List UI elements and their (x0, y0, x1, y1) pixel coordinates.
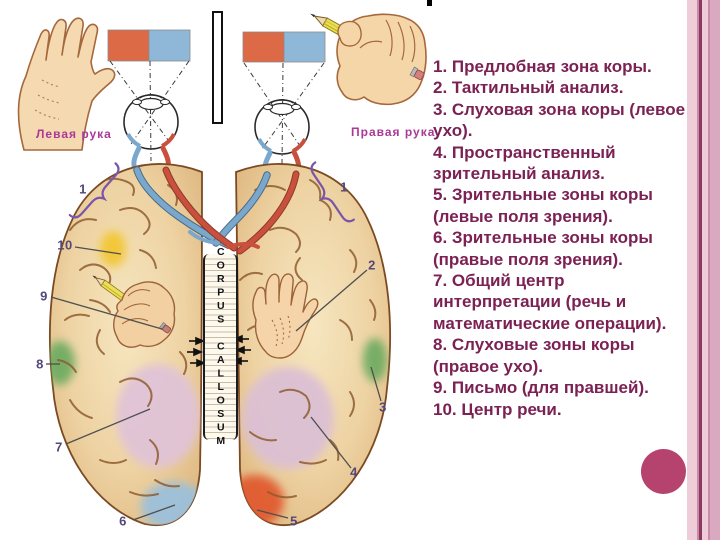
left-hand-caption: Левая рука (36, 127, 112, 141)
touch-hand-illustration (252, 273, 319, 359)
right-hand-illustration (310, 13, 427, 106)
legend-list: 1. Предлобная зона коры. 2. Тактильный а… (433, 56, 691, 420)
area-visual-right-orange (236, 475, 284, 526)
legend-item: 7. Общий центр интерпретации (речь и мат… (433, 271, 667, 333)
leader-lines (46, 246, 382, 521)
marker-left-frontal: 1 (79, 181, 87, 197)
marker-speech-center: 10 (57, 237, 73, 253)
legend-item: 6. Зрительные зоны коры (правые поля зре… (433, 228, 653, 269)
legend-item: 8. Слуховые зоны коры (правое ухо). (433, 335, 635, 376)
color-field-left (107, 29, 191, 62)
eye-diagram-left (109, 60, 190, 174)
area-auditory-right-green (363, 338, 387, 382)
color-field-right (242, 31, 326, 63)
right-border-stripes (687, 0, 720, 540)
marker-auditory-right-ear: 8 (36, 356, 44, 372)
legend-item: 2. Тактильный анализ. (433, 78, 624, 98)
optic-tracts (133, 166, 300, 255)
legend-item: 5. Зрительные зоны коры (левые поля зрен… (433, 185, 653, 226)
marker-visual-left-fields: 6 (119, 513, 127, 529)
marker-tactile: 2 (368, 257, 376, 273)
legend-item: 3. Слуховая зона коры (левое ухо). (433, 99, 686, 141)
corpus-callosum-label: CORPUS CALLOSUM (214, 245, 227, 449)
marker-visual-right-fields: 5 (290, 513, 298, 529)
right-hand-caption: Правая рука (351, 125, 436, 139)
eye-diagram-right (243, 62, 325, 179)
marker-spatial-visual: 4 (350, 464, 358, 480)
marker-right-frontal: 1 (340, 179, 348, 195)
marker-interpretation: 7 (55, 439, 63, 455)
area-speech-yellow (100, 231, 126, 267)
cropped-title-mark (427, 0, 432, 6)
left-hand-illustration (17, 17, 116, 151)
marker-writing: 9 (40, 288, 48, 304)
legend-item: 10. Центр речи. (433, 399, 562, 419)
divider-bar (212, 11, 223, 124)
area-auditory-left-green (49, 341, 75, 385)
accent-circle (641, 449, 686, 494)
marker-auditory-left-ear: 3 (379, 399, 387, 415)
corpus-callosum-band: CORPUS CALLOSUM (203, 246, 238, 448)
legend-item: 9. Письмо (для правшей). (433, 378, 649, 398)
area-interpretation-pink (116, 364, 200, 468)
legend-item: 4. Пространственный зрительный анализ. (433, 142, 616, 184)
writing-hand-illustration (92, 275, 176, 348)
area-spatial-pink (242, 367, 334, 469)
legend-item: 1. Предлобная зона коры. (433, 57, 652, 76)
frontal-lobe-braces (68, 161, 355, 223)
